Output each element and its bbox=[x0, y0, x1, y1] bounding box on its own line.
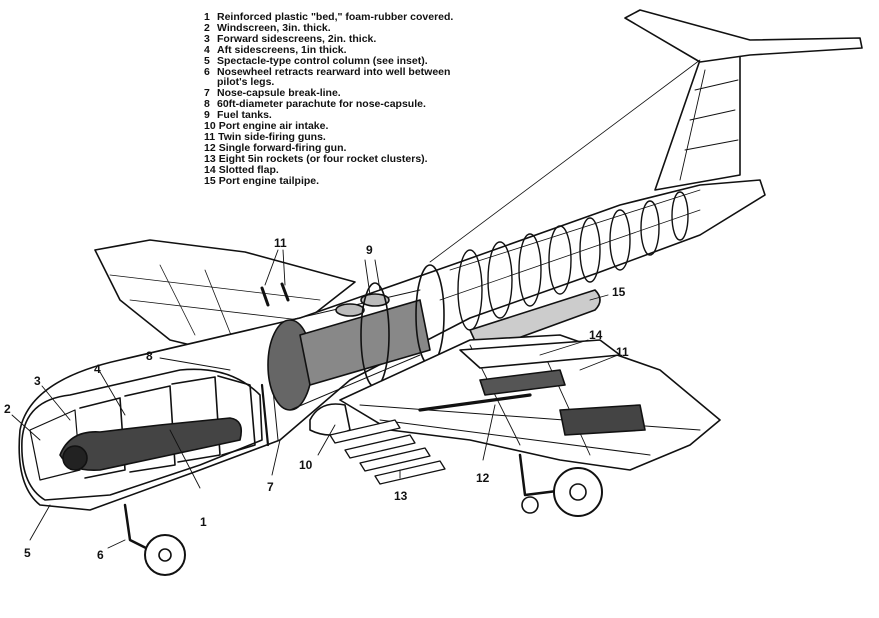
side-guns bbox=[260, 282, 290, 307]
legend-item: 8 60ft-diameter parachute for nose-capsul… bbox=[204, 99, 453, 110]
legend-number: 14 bbox=[204, 163, 216, 176]
legend-text: Aft sidescreens, 1in thick. bbox=[217, 43, 347, 56]
legend-text: Nose-capsule break-line. bbox=[217, 87, 341, 100]
legend-number: 1 bbox=[204, 11, 210, 23]
callout-8: 8 bbox=[146, 349, 153, 363]
callout-12: 12 bbox=[476, 471, 490, 485]
legend-number: 10 bbox=[204, 120, 216, 133]
legend-item: 9 Fuel tanks. bbox=[204, 110, 453, 121]
capsule-break-line bbox=[260, 383, 270, 447]
legend-item: 5 Spectacle-type control column (see inse… bbox=[204, 54, 453, 67]
legend-number: 2 bbox=[204, 21, 210, 34]
legend-text: Fuel tanks. bbox=[217, 109, 272, 122]
legend-number: 4 bbox=[204, 43, 210, 56]
forward-gun bbox=[418, 393, 532, 412]
legend-item: 7 Nose-capsule break-line. bbox=[204, 88, 453, 99]
legend-number: 12 bbox=[204, 141, 216, 154]
callout-11-port: 11 bbox=[274, 236, 287, 250]
callout-4: 4 bbox=[94, 362, 101, 376]
main-gear-leg bbox=[518, 453, 567, 497]
callout-1: 1 bbox=[200, 515, 207, 529]
engine-tailpipe bbox=[469, 289, 601, 353]
legend-item: pilot's legs. bbox=[204, 77, 453, 88]
legend-list: 1 Reinforced plastic "bed," foam-rubber c… bbox=[204, 12, 453, 187]
legend-text: Port engine tailpipe. bbox=[218, 174, 320, 187]
nosewheel-leg bbox=[123, 503, 152, 552]
legend-text: Port engine air intake. bbox=[218, 120, 329, 133]
legend-number: 11 bbox=[204, 130, 216, 143]
legend-number: 7 bbox=[204, 87, 210, 100]
legend-text: Twin side-firing guns. bbox=[218, 130, 326, 143]
callout-5: 5 bbox=[24, 546, 31, 560]
legend-text: 60ft-diameter parachute for nose-capsule… bbox=[217, 98, 426, 111]
slotted-flap bbox=[459, 339, 621, 369]
callout-2: 2 bbox=[4, 402, 11, 416]
rockets bbox=[329, 419, 446, 485]
callout-14: 14 bbox=[589, 328, 603, 342]
tailplane bbox=[624, 9, 863, 63]
legend-item: 2 Windscreen, 3in. thick. bbox=[204, 21, 453, 34]
legend-item: 4 Aft sidescreens, 1in thick. bbox=[204, 43, 453, 56]
legend-number: 3 bbox=[204, 32, 210, 45]
legend-text: Single forward-firing gun. bbox=[218, 141, 347, 154]
callout-7: 7 bbox=[267, 480, 274, 494]
legend-text: pilot's legs. bbox=[217, 76, 275, 89]
starboard-wing bbox=[339, 334, 721, 471]
callout-9: 9 bbox=[366, 243, 373, 257]
tail-fin bbox=[654, 44, 741, 191]
callout-3: 3 bbox=[34, 374, 41, 388]
legend-text: Windscreen, 3in. thick. bbox=[217, 21, 331, 34]
callout-13: 13 bbox=[394, 489, 408, 503]
legend-item: 3 Forward sidescreens, 2in. thick. bbox=[204, 32, 453, 45]
legend-number: 5 bbox=[204, 54, 210, 67]
legend-text: Nosewheel retracts rearward into well be… bbox=[217, 65, 451, 78]
legend-number: 8 bbox=[204, 98, 210, 111]
legend-number: 6 bbox=[204, 65, 210, 78]
legend-text: Reinforced plastic "bed," foam-rubber co… bbox=[217, 11, 454, 23]
legend-number: 9 bbox=[204, 109, 210, 122]
legend-item: 6 Nosewheel retracts rearward into well b… bbox=[204, 65, 453, 78]
callout-6: 6 bbox=[97, 548, 104, 562]
legend-text: Spectacle-type control column (see inset… bbox=[217, 54, 428, 67]
legend-number: 15 bbox=[204, 174, 216, 187]
legend-text: Slotted flap. bbox=[218, 163, 279, 176]
legend-text: Eight 5in rockets (or four rocket cluste… bbox=[218, 152, 428, 165]
callout-15: 15 bbox=[612, 285, 626, 299]
callout-10: 10 bbox=[299, 458, 313, 472]
legend-text: Forward sidescreens, 2in. thick. bbox=[217, 32, 377, 45]
legend-item: 1 Reinforced plastic "bed," foam-rubber c… bbox=[204, 12, 453, 23]
legend-number: 13 bbox=[204, 152, 216, 165]
fuel-tanks bbox=[299, 299, 431, 386]
callout-11-starboard: 11 bbox=[616, 345, 629, 359]
